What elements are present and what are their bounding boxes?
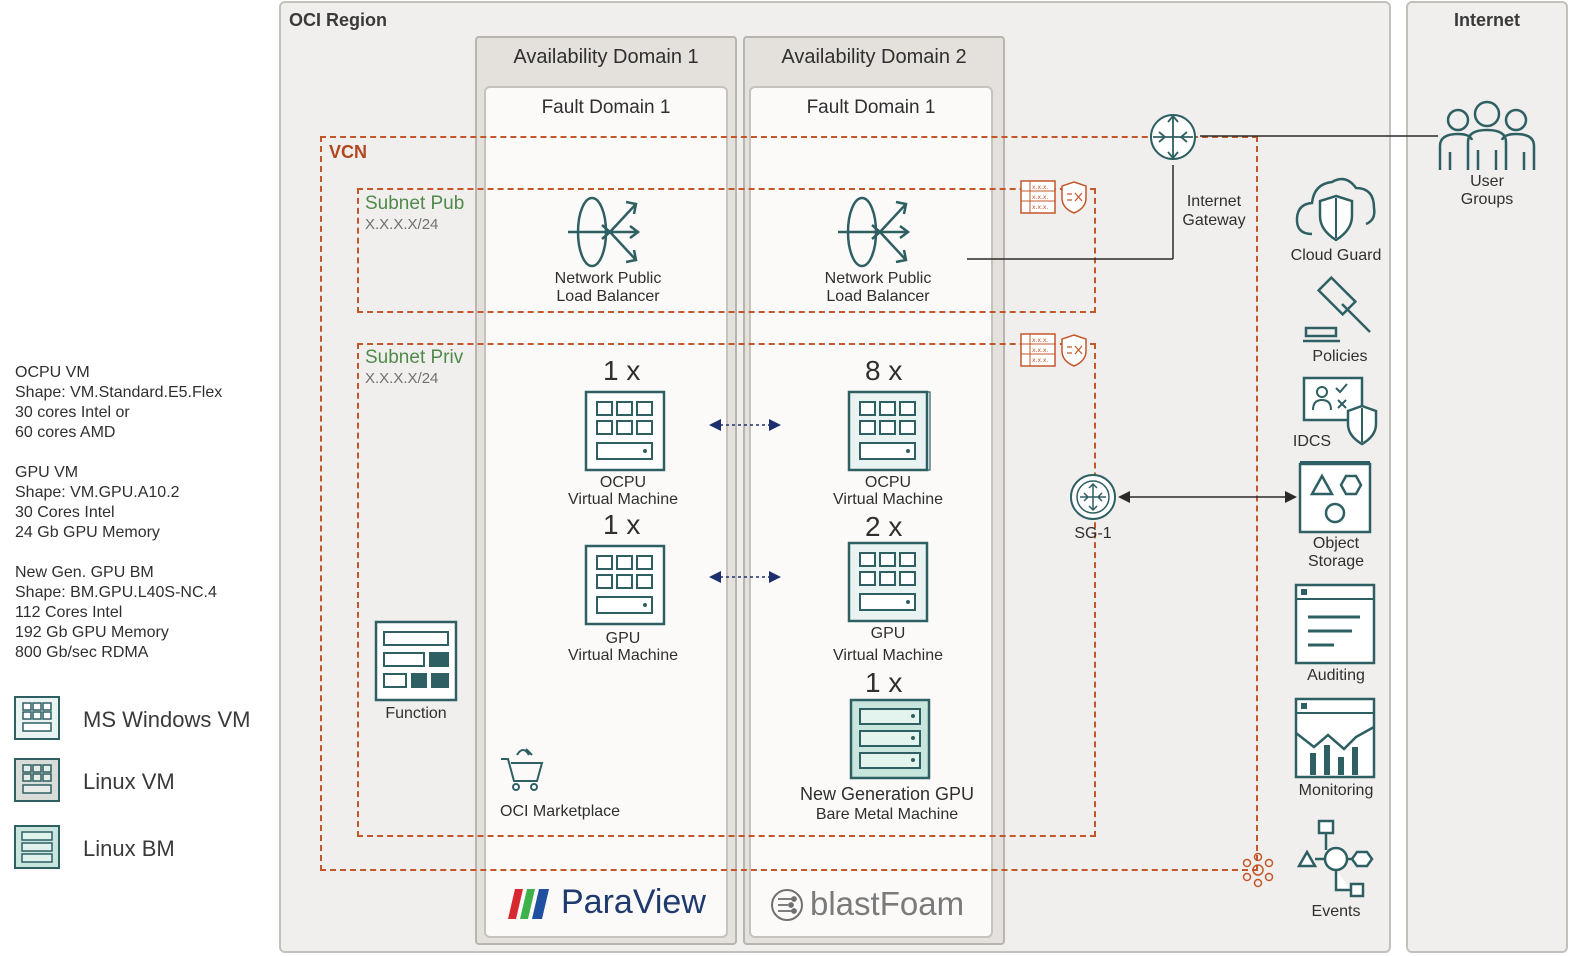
- events-icon: [1296, 819, 1374, 898]
- ad2-ocpu-count: 8 x: [865, 355, 903, 386]
- legend-ocpu-text: OCPU VM Shape: VM.Standard.E5.Flex 30 co…: [15, 364, 223, 441]
- object-storage-label: Object Storage: [1307, 535, 1365, 570]
- idcs-icon: [1302, 376, 1378, 446]
- marketplace-cart-icon: [501, 748, 544, 791]
- object-storage-icon: [1298, 461, 1372, 534]
- idcs-label: IDCS: [1292, 433, 1332, 450]
- internet-zone: [1406, 1, 1568, 953]
- linux-bm-icon: [14, 825, 60, 869]
- monitoring-label: Monitoring: [1298, 782, 1374, 799]
- lb2-label-2: Load Balancer: [826, 288, 930, 305]
- paraview-logo-icon: [508, 889, 549, 919]
- ad2-bm-label-2: Bare Metal Machine: [815, 806, 959, 823]
- fault-domain-ad2: Fault Domain 1: [749, 86, 993, 938]
- ad1-title: Availability Domain 1: [513, 46, 699, 68]
- ocpu-vm-icon-ad1: [584, 390, 666, 472]
- legend-linux-vm: Linux VM: [83, 769, 175, 794]
- vcn-mesh-icon: [1242, 852, 1274, 888]
- gpu-vm-icon-ad1: [584, 544, 666, 626]
- load-balancer-icon-ad2: [838, 196, 911, 268]
- legend-bm-text: New Gen. GPU BM Shape: BM.GPU.L40S-NC.4 …: [15, 564, 217, 661]
- function-icon: [374, 620, 458, 702]
- svg-text:x.x.x.: x.x.x.: [1032, 194, 1048, 201]
- subnet-priv: [357, 343, 1096, 837]
- ad2-ocpu-label-1: OCPU: [864, 474, 912, 491]
- cloud-guard-icon: [1295, 177, 1376, 242]
- paraview-label: ParaView: [561, 883, 706, 921]
- fault-domain-ad1: Fault Domain 1: [484, 86, 728, 938]
- ad1-gpu-label-2: Virtual Machine: [568, 647, 678, 664]
- blastfoam-label: blastFoam: [810, 885, 965, 922]
- auditing-icon: [1294, 583, 1376, 665]
- ad1-gpu-count: 1 x: [603, 509, 641, 540]
- security-list-pub-icon: x.x.x. x.x.x. x.x.x.: [1020, 180, 1087, 214]
- fd2-title: Fault Domain 1: [806, 97, 936, 118]
- subnet-pub-label: Subnet Pub: [365, 193, 465, 214]
- sg-label: SG-1: [1074, 525, 1112, 542]
- svg-text:x.x.x.: x.x.x.: [1032, 357, 1048, 364]
- function-label: Function: [385, 705, 447, 722]
- region-title: OCI Region: [289, 10, 387, 30]
- lb1-label-1: Network Public: [554, 270, 662, 287]
- load-balancer-icon-ad1: [568, 196, 641, 268]
- subnet-pub-cidr: X.X.X.X/24: [365, 216, 439, 233]
- auditing-label: Auditing: [1307, 667, 1365, 684]
- policies-label: Policies: [1312, 348, 1368, 365]
- events-label: Events: [1311, 903, 1361, 920]
- security-list-priv-icon: x.x.x. x.x.x. x.x.x.: [1020, 333, 1087, 367]
- ad2-gpu-count: 2 x: [865, 511, 903, 542]
- vcn-boundary: [320, 136, 1258, 871]
- subnet-priv-cidr: X.X.X.X/24: [365, 370, 439, 387]
- ocpu-vm-icon-ad2: [847, 390, 931, 472]
- internet-gateway-icon: [1150, 114, 1196, 160]
- legend-gpu-text: GPU VM Shape: VM.GPU.A10.2 30 Cores Inte…: [15, 464, 180, 541]
- linux-vm-icon: [14, 758, 60, 802]
- ad2-bm-label-1: New Generation GPU: [799, 784, 975, 804]
- ad2-ocpu-label-2: Virtual Machine: [833, 491, 943, 508]
- internet-gateway-label-1: Internet: [1186, 193, 1242, 210]
- ad2-title: Availability Domain 2: [781, 46, 967, 68]
- internet-gateway-label-2: Gateway: [1182, 212, 1246, 229]
- ad2-gpu-label-1: GPU: [870, 625, 906, 642]
- ad1-ocpu-label-1: OCPU: [599, 474, 647, 491]
- blastfoam-logo-icon: [771, 889, 803, 921]
- gpu-vm-icon-ad2: [847, 541, 929, 623]
- gavel-icon: [1303, 275, 1371, 343]
- bare-metal-icon-ad2: [849, 698, 931, 780]
- subnet-priv-label: Subnet Priv: [365, 347, 464, 368]
- service-gateway-icon: [1070, 474, 1116, 520]
- lb1-label-2: Load Balancer: [556, 288, 660, 305]
- ad1-ocpu-label-2: Virtual Machine: [568, 491, 678, 508]
- marketplace-label: OCI Marketplace: [500, 803, 621, 820]
- internet-title: Internet: [1453, 10, 1520, 30]
- ad2-bm-count: 1 x: [865, 667, 903, 698]
- ms-windows-vm-icon: [14, 696, 60, 740]
- ad2-gpu-label-2: Virtual Machine: [833, 647, 943, 664]
- user-groups-label: User Groups: [1460, 173, 1514, 208]
- cloud-guard-label: Cloud Guard: [1290, 247, 1382, 264]
- svg-text:x.x.x.: x.x.x.: [1032, 337, 1048, 344]
- subnet-pub: [357, 188, 1096, 313]
- legend-linux-bm: Linux BM: [83, 836, 175, 861]
- svg-text:x.x.x.: x.x.x.: [1032, 204, 1048, 211]
- svg-text:x.x.x.: x.x.x.: [1032, 347, 1048, 354]
- user-groups-icon: [1438, 100, 1536, 170]
- lb2-label-1: Network Public: [824, 270, 932, 287]
- monitoring-icon: [1294, 697, 1376, 779]
- ad1-gpu-label-1: GPU: [605, 630, 641, 647]
- legend-ms-windows-vm: MS Windows VM: [83, 707, 251, 732]
- fd1-title: Fault Domain 1: [541, 97, 671, 118]
- ad1-ocpu-count: 1 x: [603, 355, 641, 386]
- vcn-label: VCN: [329, 142, 368, 162]
- svg-text:x.x.x.: x.x.x.: [1032, 184, 1048, 191]
